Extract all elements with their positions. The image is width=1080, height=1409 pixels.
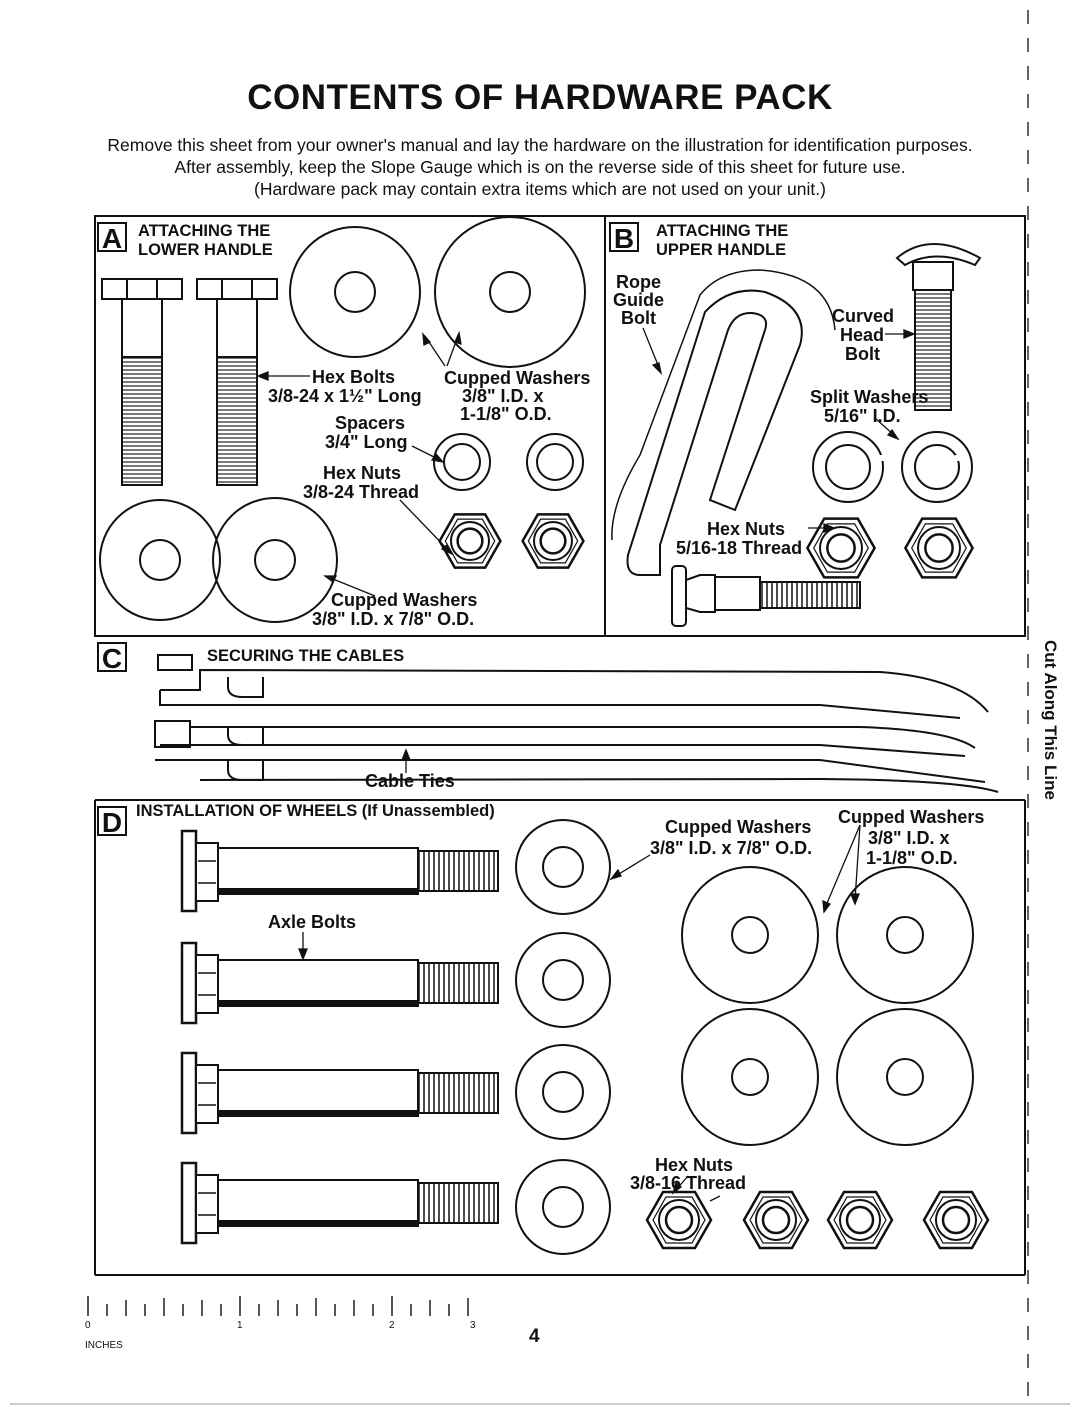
axle-bolts-label: Axle Bolts [268, 912, 357, 932]
split-washers-label: Split Washers [810, 387, 929, 407]
cupped-washers-d-large-od: 1-1/8" O.D. [866, 848, 958, 868]
hex-nuts-b-size: 5/16-18 Thread [676, 538, 803, 558]
split-washers-size: 5/16" I.D. [824, 406, 901, 426]
cupped-washers-d-small-size: 3/8" I.D. x 7/8" O.D. [650, 838, 813, 858]
cut-line[interactable]: Cut Along This Line [1040, 630, 1060, 830]
hex-nuts-a-label: Hex Nuts [323, 463, 402, 483]
intro-line-1: Remove this sheet from your owner's manu… [107, 135, 973, 155]
cupped-washers-d-large-id: 3/8" I.D. x [868, 828, 950, 848]
ruler-unit: INCHES [85, 1340, 123, 1351]
cupped-washers-a-id: 3/8" I.D. x [462, 386, 544, 406]
curved-head-label-1: Curved [832, 306, 895, 326]
hex-bolts-size: 3/8-24 x 1½" Long [268, 386, 422, 406]
section-a-badge: A [97, 222, 127, 254]
rope-guide-label-2: Guide [613, 290, 665, 310]
ruler-mark-3: 3 [470, 1320, 476, 1331]
hex-nuts-d-label: Hex Nuts [655, 1155, 734, 1175]
cable-ties-label: Cable Ties [365, 771, 455, 791]
curved-head-label-3: Bolt [845, 344, 880, 364]
curved-head-label-2: Head [840, 325, 885, 345]
ruler-mark-0: 0 [85, 1320, 91, 1331]
section-d-badge: D [97, 806, 127, 838]
cupped-washers-a-label: Cupped Washers [444, 368, 591, 388]
hex-nuts-a-size: 3/8-24 Thread [303, 482, 420, 502]
spacers-size: 3/4" Long [325, 432, 408, 452]
cupped-washers-a-od: 1-1/8" O.D. [460, 404, 552, 424]
section-a-heading-2: LOWER HANDLE [138, 241, 273, 259]
cut-line-label: Cut Along This Line [1040, 640, 1060, 820]
section-b-heading-2: UPPER HANDLE [656, 241, 787, 259]
intro-line-3: (Hardware pack may contain extra items w… [254, 179, 826, 199]
section-c-badge: C [97, 642, 127, 674]
ruler-mark-2: 2 [389, 1320, 395, 1331]
intro-line-2: After assembly, keep the Slope Gauge whi… [174, 157, 906, 177]
section-b-heading-1: ATTACHING THE [656, 222, 789, 240]
cupped-washers-small-size: 3/8" I.D. x 7/8" O.D. [312, 609, 475, 629]
hex-nuts-d-size: 3/8-16 Thread [630, 1173, 747, 1193]
cupped-washers-d-small-label: Cupped Washers [665, 817, 812, 837]
hex-bolts-label: Hex Bolts [312, 367, 396, 387]
section-b-badge: B [609, 222, 639, 254]
hex-nuts-b-label: Hex Nuts [707, 519, 786, 539]
spacers-label: Spacers [335, 413, 406, 433]
page-number: 4 [529, 1326, 540, 1347]
page-title: CONTENTS OF HARDWARE PACK [247, 78, 833, 117]
ruler-mark-1: 1 [237, 1320, 243, 1331]
rope-guide-label-3: Bolt [621, 308, 656, 328]
cupped-washers-d-large-label: Cupped Washers [838, 807, 985, 827]
section-a-heading-1: ATTACHING THE [138, 222, 271, 240]
cupped-washers-small-label: Cupped Washers [331, 590, 478, 610]
section-c-heading: SECURING THE CABLES [207, 647, 405, 665]
section-d-heading: INSTALLATION OF WHEELS (If Unassembled) [136, 802, 495, 820]
rope-guide-label-1: Rope [616, 272, 661, 292]
